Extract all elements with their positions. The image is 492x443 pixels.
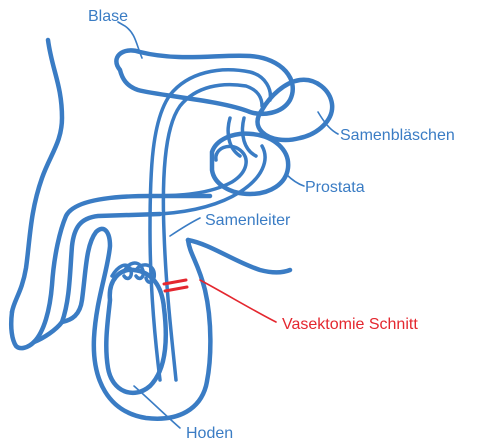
perineum-line: [188, 240, 290, 272]
label-hoden: Hoden: [186, 425, 233, 442]
leader-hoden: [134, 386, 180, 428]
label-prostata: Prostata: [305, 179, 365, 196]
vas-deferens-inner: [163, 85, 262, 380]
scrotum-outline: [62, 229, 210, 419]
label-samenleiter: Samenleiter: [205, 212, 291, 229]
label-vasektomie-schnitt: Vasektomie Schnitt: [282, 316, 418, 333]
testis: [106, 270, 165, 393]
leader-samenleiter: [170, 218, 200, 236]
penis-outline: [11, 196, 210, 348]
leader-prostata: [286, 174, 304, 186]
label-blase: Blase: [88, 8, 128, 25]
label-samenblaeschen: Samenbläschen: [340, 127, 455, 144]
